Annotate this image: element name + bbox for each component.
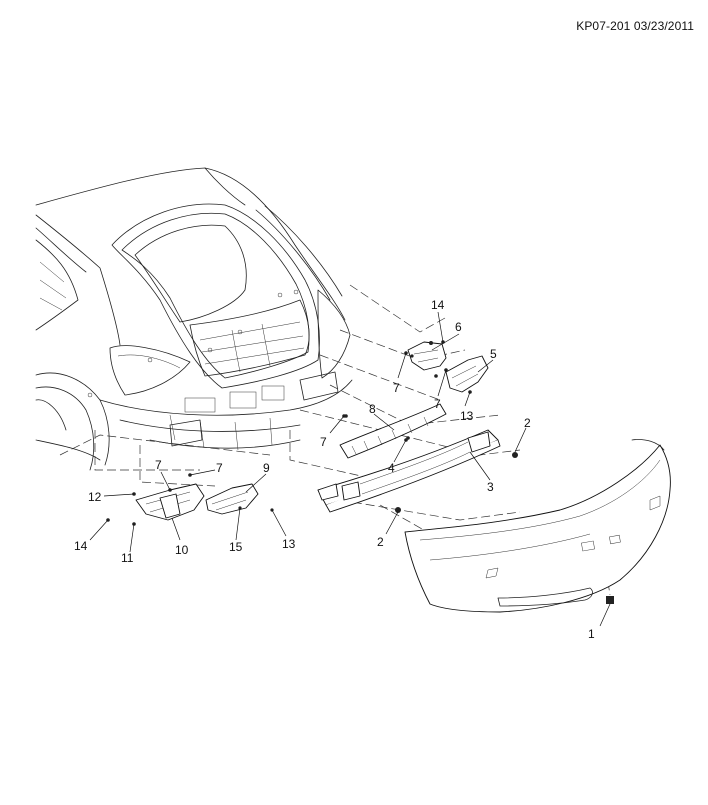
bracket-part-10 bbox=[106, 483, 205, 526]
callout-5: 5 bbox=[490, 347, 497, 361]
bracket-part-5 bbox=[434, 355, 489, 394]
callout-14: 14 bbox=[431, 298, 445, 312]
callout-12: 12 bbox=[88, 490, 102, 504]
callout-13: 13 bbox=[282, 537, 296, 551]
callout-15: 15 bbox=[229, 540, 243, 554]
callout-4: 4 bbox=[388, 461, 395, 475]
leader-lines bbox=[89, 311, 611, 627]
callout-8: 8 bbox=[369, 402, 376, 416]
callout-7: 7 bbox=[216, 461, 223, 475]
vehicle-body-rear bbox=[35, 167, 353, 471]
callout-14: 14 bbox=[74, 539, 88, 553]
callout-1: 1 bbox=[588, 627, 595, 641]
energy-absorber-part-8 bbox=[339, 403, 447, 459]
callout-7: 7 bbox=[434, 397, 441, 411]
callout-labels: 14 6 5 7 7 13 8 2 7 4 3 7 7 9 12 2 14 13… bbox=[74, 298, 595, 641]
callout-7: 7 bbox=[155, 458, 162, 472]
callout-3: 3 bbox=[487, 480, 494, 494]
callout-9: 9 bbox=[263, 461, 270, 475]
bracket-part-9 bbox=[205, 483, 274, 515]
callout-13: 13 bbox=[460, 409, 474, 423]
callout-11: 11 bbox=[121, 551, 134, 565]
callout-7: 7 bbox=[320, 435, 327, 449]
document-id: KP07-201 03/23/2011 bbox=[576, 19, 694, 33]
impact-bar-part-3 bbox=[317, 429, 518, 513]
callout-2: 2 bbox=[524, 416, 531, 430]
callout-10: 10 bbox=[175, 543, 189, 557]
bumper-fascia-part-1 bbox=[404, 439, 671, 613]
bracket-part-6 bbox=[407, 341, 447, 371]
callout-2: 2 bbox=[377, 535, 384, 549]
callout-6: 6 bbox=[455, 320, 462, 334]
callout-7: 7 bbox=[393, 381, 400, 395]
